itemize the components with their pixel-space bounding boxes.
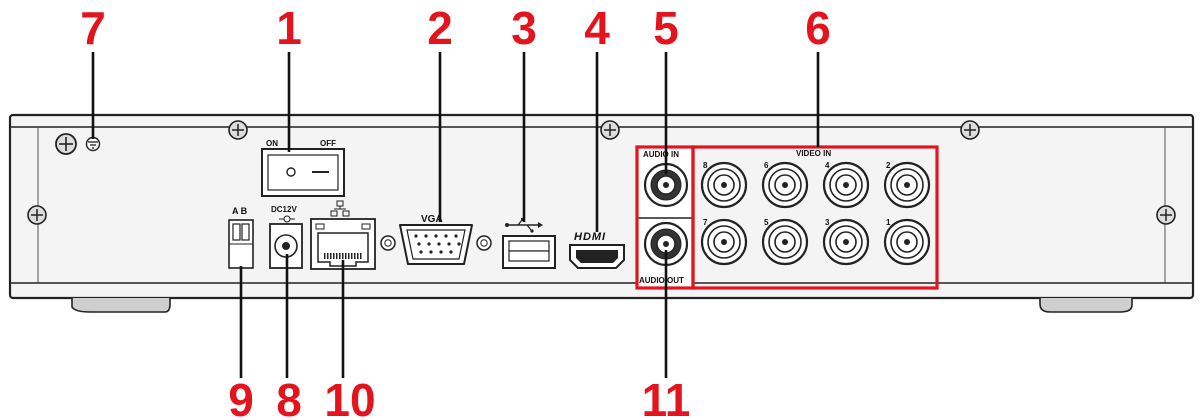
callout-8: 8 — [276, 374, 302, 420]
video-channel-number: 5 — [764, 218, 769, 227]
callout-5: 5 — [653, 2, 679, 54]
screw-icon — [228, 120, 248, 140]
audio-out-label: AUDIO OUT — [639, 276, 684, 285]
bnc-connector — [761, 161, 809, 209]
audio-in-connector — [643, 162, 689, 208]
audio-out-connector — [643, 221, 689, 267]
video-channel-number: 4 — [825, 161, 830, 170]
ground-terminal — [55, 133, 101, 155]
screw-icon — [1156, 205, 1176, 225]
bnc-connector — [822, 218, 870, 266]
usb-icon — [505, 218, 543, 233]
callout-2: 2 — [427, 2, 453, 54]
callout-4: 4 — [584, 2, 610, 54]
bnc-connector — [700, 161, 748, 209]
screw-icon — [27, 205, 47, 225]
callout-9: 9 — [228, 374, 254, 420]
rs485-label: A B — [232, 206, 248, 216]
video-in-label: VIDEO IN — [796, 149, 831, 158]
callout-11: 11 — [642, 374, 691, 420]
vga-port: VGA — [380, 214, 492, 265]
video-channel-number: 6 — [764, 161, 769, 170]
callout-6: 6 — [805, 2, 831, 54]
ground-icon — [85, 136, 101, 152]
video-channel-number: 7 — [703, 218, 708, 227]
network-icon — [330, 200, 350, 217]
bnc-connector — [761, 218, 809, 266]
dc-label: DC12V — [271, 205, 297, 214]
switch-on-label: ON — [266, 139, 278, 148]
power-switch: ON OFF — [261, 139, 345, 197]
callout-3: 3 — [511, 2, 537, 54]
screws — [27, 120, 1176, 225]
leader-lines — [91, 52, 820, 378]
vga-label: VGA — [421, 214, 443, 225]
video-highlight — [691, 145, 939, 290]
usb-port — [502, 218, 556, 269]
bnc-connector — [822, 161, 870, 209]
callout-1: 1 — [276, 2, 302, 54]
hdmi-label: HDMI — [574, 231, 606, 243]
bnc-connectors — [700, 161, 931, 266]
video-channel-number: 8 — [703, 161, 708, 170]
callout-7: 7 — [80, 2, 106, 54]
video-channel-number: 2 — [886, 161, 891, 170]
video-channel-labels: 8 6 4 2 7 5 3 1 — [703, 161, 891, 227]
screw-icon — [600, 120, 620, 140]
hdmi-port: HDMI — [569, 231, 625, 269]
video-channel-number: 1 — [886, 218, 891, 227]
switch-off-label: OFF — [320, 139, 336, 148]
bnc-connector — [883, 218, 931, 266]
dc-polarity-icon — [279, 215, 295, 223]
bnc-connector — [700, 218, 748, 266]
audio-in-label: AUDIO IN — [643, 150, 679, 159]
video-channel-number: 3 — [825, 218, 830, 227]
callout-numbers: 1 2 3 4 5 6 7 8 9 10 11 — [80, 2, 831, 420]
callout-10: 10 — [324, 374, 375, 420]
chassis — [8, 113, 1195, 313]
bnc-connector — [883, 161, 931, 209]
video-in-ports: VIDEO IN 8 6 4 2 7 5 3 1 — [700, 149, 931, 266]
screw-icon — [960, 120, 980, 140]
